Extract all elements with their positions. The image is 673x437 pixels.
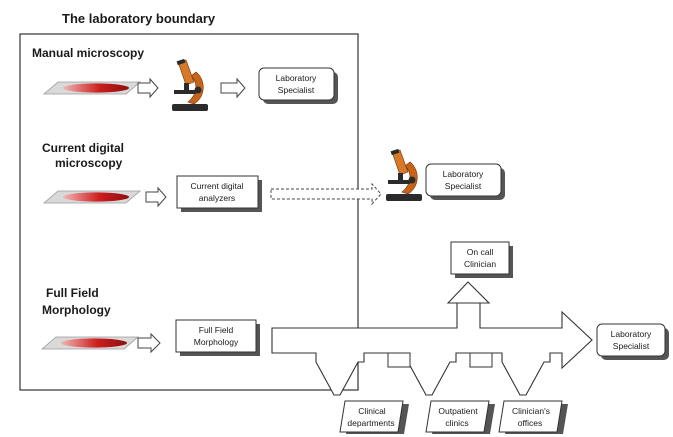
manual-laboratory-specialist-box: Laboratory Specialist — [258, 67, 338, 104]
manual-specialist-line2: Specialist — [278, 85, 315, 95]
oncall-line1: On call — [467, 247, 494, 257]
distribution-arrow — [271, 302, 593, 396]
digital-slide-icon — [43, 190, 141, 204]
digital-specialist-line1: Laboratory — [443, 169, 484, 179]
analyzers-line1: Current digital — [191, 181, 244, 191]
outpatient-clinics-box: Outpatient clinics — [425, 400, 495, 434]
clinical-line2: departments — [347, 418, 394, 428]
clinicians-line2: offices — [518, 418, 542, 428]
digital-title-line2: microscopy — [55, 156, 123, 170]
manual-specialist-line1: Laboratory — [276, 73, 317, 83]
fullfield-slide-icon — [41, 336, 139, 350]
analyzers-line2: analyzers — [199, 193, 235, 203]
clinicians-line1: Clinician's — [512, 406, 550, 416]
full-field-morphology-box: Full Field Morphology — [175, 319, 260, 356]
digital-arrow-1 — [145, 186, 167, 208]
clinical-departments-box: Clinical departments — [339, 400, 409, 434]
laboratory-boundary-frame — [19, 33, 359, 391]
manual-arrow-2 — [220, 77, 246, 99]
fullfield-laboratory-specialist-box: Laboratory Specialist — [596, 323, 669, 360]
ffm-specialist-line2: Specialist — [613, 341, 650, 351]
manual-arrow-1 — [137, 77, 159, 99]
manual-slide-icon — [43, 81, 141, 95]
microscope-icon — [171, 58, 209, 112]
ffm-specialist-line1: Laboratory — [611, 329, 652, 339]
oncall-line2: Clinician — [464, 259, 496, 269]
clinicians-offices-box: Clinician's offices — [498, 400, 568, 434]
ffm-box-line1: Full Field — [199, 325, 234, 335]
clinical-line1: Clinical — [358, 406, 386, 416]
fullfield-title-line1: Full Field — [46, 286, 99, 300]
diagram-title: The laboratory boundary — [62, 11, 216, 26]
ffm-box-line2: Morphology — [194, 337, 239, 347]
manual-microscopy-title: Manual microscopy — [32, 46, 144, 60]
digital-dashed-arrow — [270, 182, 382, 206]
digital-title-line1: Current digital — [42, 141, 124, 155]
digital-specialist-line2: Specialist — [445, 181, 482, 191]
remote-microscope-icon — [385, 148, 423, 202]
outpatient-line2: clinics — [445, 418, 468, 428]
on-call-clinician-box: On call Clinician — [450, 241, 513, 278]
digital-laboratory-specialist-box: Laboratory Specialist — [425, 163, 505, 200]
outpatient-line1: Outpatient — [438, 406, 478, 416]
current-digital-analyzers-box: Current digital analyzers — [176, 175, 262, 212]
fullfield-arrow-1 — [137, 332, 161, 354]
oncall-arrowhead — [446, 281, 491, 304]
fullfield-title-line2: Morphology — [42, 303, 111, 317]
